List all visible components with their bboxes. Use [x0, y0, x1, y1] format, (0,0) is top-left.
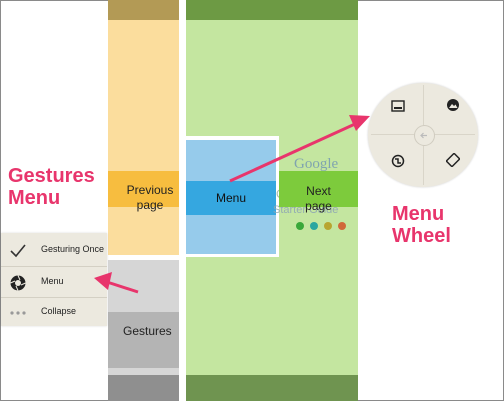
menu-separator	[1, 297, 107, 298]
bottom-right-shade	[186, 375, 358, 401]
page-divider	[179, 0, 186, 401]
top-right-shade	[186, 0, 358, 20]
next-page-zone[interactable]	[279, 171, 358, 207]
menu-zone-label: Menu	[215, 191, 247, 205]
dot-orange	[338, 222, 346, 230]
menu-wheel-title: Menu Wheel	[392, 203, 451, 247]
gestures-menu-title: Gestures Menu	[8, 165, 95, 209]
previous-page-zone[interactable]	[108, 171, 179, 207]
check-icon	[9, 242, 27, 260]
zone-gap	[108, 255, 179, 260]
menu-band[interactable]	[186, 181, 276, 215]
menu-item-gesturing-once[interactable]: Gesturing Once	[1, 235, 107, 266]
menu-separator	[1, 266, 107, 267]
page-dots	[296, 222, 348, 232]
menu-item-menu[interactable]: Menu	[1, 267, 107, 298]
flip-icon[interactable]	[391, 154, 405, 168]
gestures-side-menu: Gesturing Once Menu Collapse	[1, 233, 107, 326]
title-line: Gestures	[8, 165, 95, 187]
rotate-icon[interactable]	[445, 152, 461, 168]
dots-icon	[9, 304, 27, 322]
google-logo-text: Google	[294, 156, 339, 172]
arrow-to-side-menu	[94, 272, 139, 294]
title-line: Menu	[8, 187, 61, 209]
next-page-label: Next page	[305, 184, 332, 213]
dot-green	[296, 222, 304, 230]
title-line: Wheel	[392, 225, 451, 247]
menu-item-label: Gesturing Once	[41, 244, 105, 254]
top-left-shade	[108, 0, 179, 20]
arrow-to-wheel	[229, 115, 370, 183]
back-arrow-icon	[420, 132, 427, 139]
previous-page-label: Previous page	[126, 183, 174, 212]
dot-olive	[324, 222, 332, 230]
menu-item-label: Collapse	[41, 306, 77, 316]
wheel-center-button[interactable]	[414, 125, 435, 146]
title-line: Menu	[392, 203, 445, 225]
menu-item-label: Menu	[41, 276, 64, 286]
gestures-zone-label: Gestures	[123, 324, 172, 338]
menu-item-collapse[interactable]: Collapse	[1, 297, 107, 328]
dot-teal	[310, 222, 318, 230]
starter-guide-text: Starter Guide	[273, 204, 339, 216]
image-icon[interactable]	[446, 98, 460, 112]
keyboard-icon[interactable]	[391, 99, 405, 113]
gestures-zone-dark	[108, 312, 179, 368]
aperture-icon	[9, 274, 27, 292]
bottom-left-shade	[108, 375, 179, 401]
